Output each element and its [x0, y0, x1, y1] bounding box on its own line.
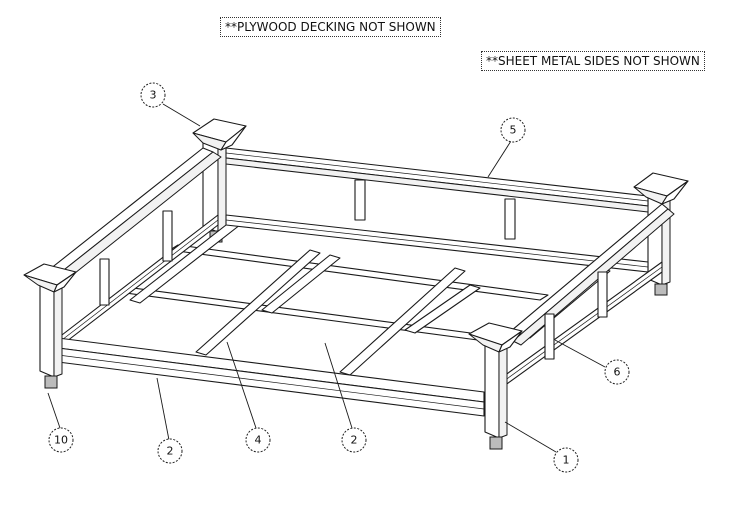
svg-text:3: 3 [150, 89, 157, 102]
front-right-post [484, 342, 508, 450]
balloon-3: 3 [140, 82, 166, 108]
top-back-rail [225, 147, 649, 213]
svg-text:5: 5 [510, 124, 517, 137]
balloon-10: 10 [48, 427, 74, 453]
balloon-4: 4 [245, 427, 271, 453]
stacking-cup-rear-left [192, 118, 247, 151]
stacking-cup-front-right [468, 322, 523, 353]
note-sheet-metal-sides: **SHEET METAL SIDES NOT SHOWN [481, 51, 705, 71]
top-right-side-rail [504, 203, 675, 346]
note-plywood-decking: **PLYWOOD DECKING NOT SHOWN [220, 17, 441, 37]
balloon-5: 5 [500, 117, 526, 143]
stacking-cup-front-left [23, 263, 77, 293]
side-uprights [99, 179, 608, 360]
balloon-6: 6 [604, 359, 630, 385]
svg-text:6: 6 [614, 366, 621, 379]
svg-text:1: 1 [563, 454, 570, 467]
balloon-2-left: 2 [157, 438, 183, 464]
svg-text:2: 2 [351, 434, 358, 447]
svg-text:10: 10 [54, 434, 68, 447]
stacking-cup-rear-right [633, 172, 689, 205]
balloon-2-right: 2 [341, 427, 367, 453]
svg-text:2: 2 [167, 445, 174, 458]
front-rail [57, 337, 485, 417]
balloon-1: 1 [553, 447, 579, 473]
front-left-post [39, 282, 63, 389]
leader-lines [47, 103, 606, 453]
svg-text:4: 4 [255, 434, 262, 447]
lower-left-side-rail [57, 214, 219, 349]
